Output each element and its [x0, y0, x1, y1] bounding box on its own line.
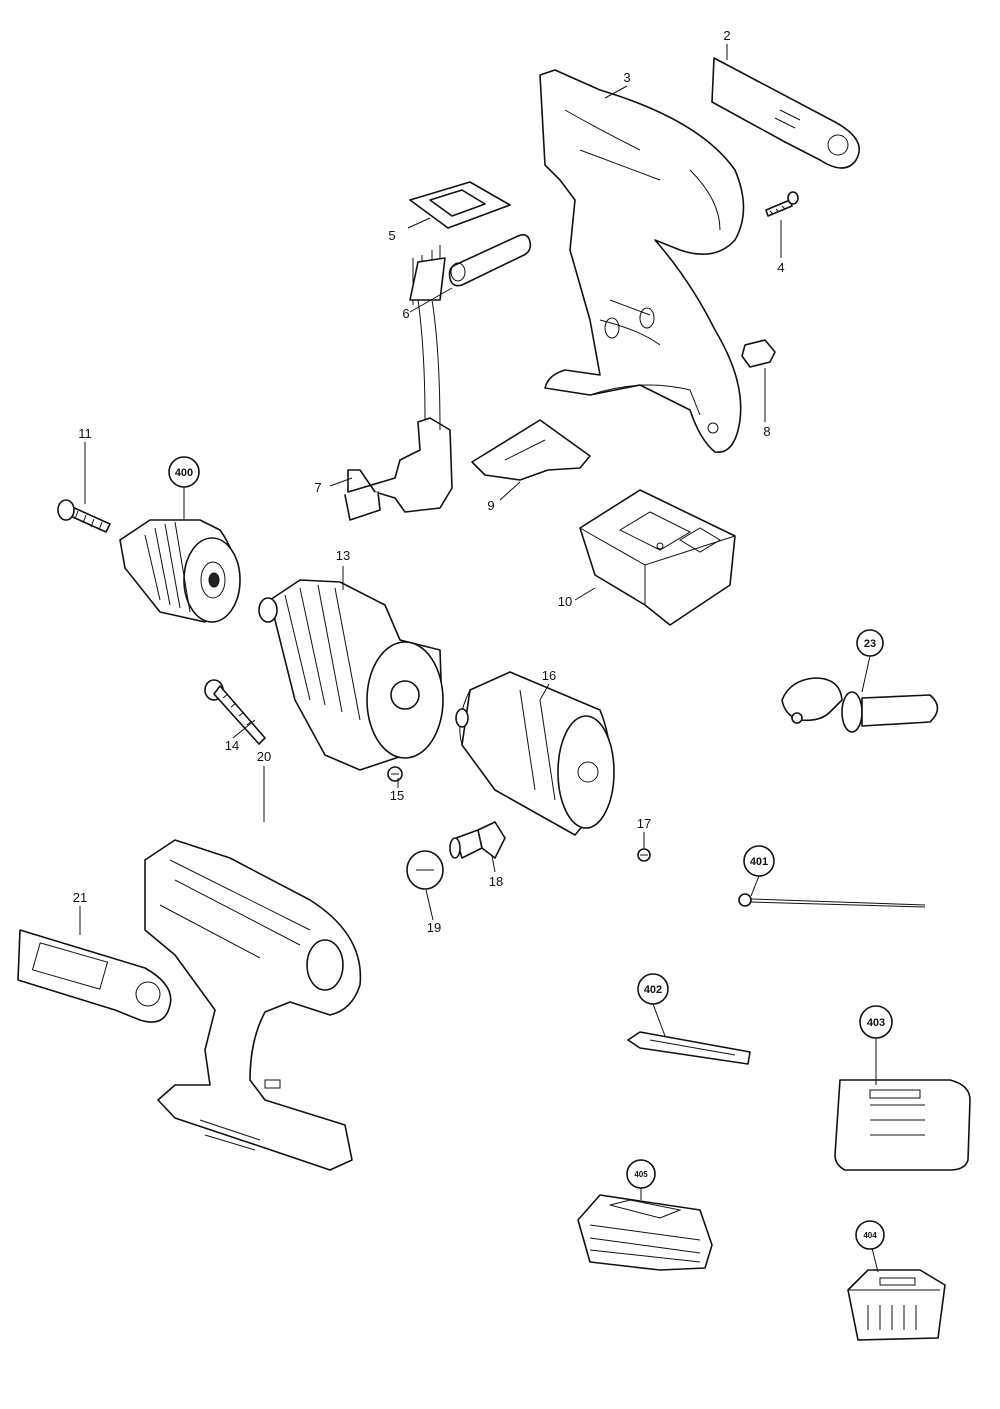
part-7-switch [344, 245, 453, 521]
part-10-controller-box [579, 489, 736, 626]
part-15-small-screw [387, 766, 403, 782]
svg-text:404: 404 [863, 1231, 877, 1240]
accessory-number-labels: 400 23 401 402 403 405 404 [168, 456, 893, 1250]
part-label-14: 14 [225, 738, 239, 753]
svg-text:402: 402 [644, 984, 662, 996]
part-label-20: 20 [257, 749, 271, 764]
accessory-badge-405: 405 [626, 1159, 656, 1189]
part-3-housing-half [539, 69, 745, 453]
part-402-bit [627, 1031, 751, 1065]
part-label-2: 2 [723, 28, 730, 43]
part-label-3: 3 [623, 70, 630, 85]
part-17-screw [637, 848, 651, 862]
part-label-11: 11 [78, 426, 92, 441]
accessory-badge-401: 401 [743, 845, 775, 877]
part-label-9: 9 [487, 498, 494, 513]
accessory-badge-400: 400 [168, 456, 200, 488]
accessory-badge-404: 404 [855, 1220, 885, 1250]
svg-text:401: 401 [750, 856, 768, 868]
part-23-side-handle [781, 677, 939, 733]
part-number-labels: 2 3 4 5 6 7 8 9 10 11 13 14 15 16 17 18 … [73, 28, 785, 935]
part-404-battery [847, 1269, 946, 1341]
part-label-16: 16 [542, 668, 556, 683]
part-label-6: 6 [402, 306, 409, 321]
part-label-10: 10 [558, 594, 572, 609]
part-403-carrying-case [834, 1079, 971, 1171]
part-401-depth-rod [738, 893, 926, 908]
part-label-5: 5 [388, 228, 395, 243]
part-4-screw [765, 191, 799, 217]
part-label-4: 4 [777, 260, 784, 275]
part-21-side-plate [17, 929, 172, 1023]
part-label-19: 19 [427, 920, 441, 935]
part-19-brush-cap [406, 850, 444, 890]
svg-text:23: 23 [864, 638, 876, 650]
part-label-8: 8 [763, 424, 770, 439]
part-14-screw [204, 679, 266, 745]
part-16-motor [455, 671, 615, 836]
svg-text:400: 400 [175, 467, 193, 479]
part-20-housing-set [144, 839, 362, 1171]
accessory-badge-402: 402 [637, 973, 669, 1005]
part-18-brush-holder [449, 821, 506, 859]
part-11-chuck-screw [57, 499, 111, 533]
accessory-badge-23: 23 [856, 629, 884, 657]
part-label-18: 18 [489, 874, 503, 889]
part-label-7: 7 [314, 480, 321, 495]
part-2-cover-plate [711, 57, 860, 169]
part-13-gear-assembly [258, 579, 444, 771]
part-label-17: 17 [637, 816, 651, 831]
part-label-15: 15 [390, 788, 404, 803]
part-label-13: 13 [336, 548, 350, 563]
part-405-charger [577, 1194, 713, 1271]
part-8-clip [741, 339, 776, 368]
svg-text:405: 405 [634, 1170, 648, 1179]
accessory-badge-403: 403 [859, 1005, 893, 1039]
part-400-keyless-chuck [119, 519, 241, 623]
part-6-lever-pin [448, 234, 532, 287]
svg-text:403: 403 [867, 1017, 885, 1029]
leader-lines [79, 44, 879, 1273]
part-5-switch-plate [409, 181, 511, 229]
part-label-21: 21 [73, 890, 87, 905]
part-9-slide-plate [471, 419, 591, 481]
